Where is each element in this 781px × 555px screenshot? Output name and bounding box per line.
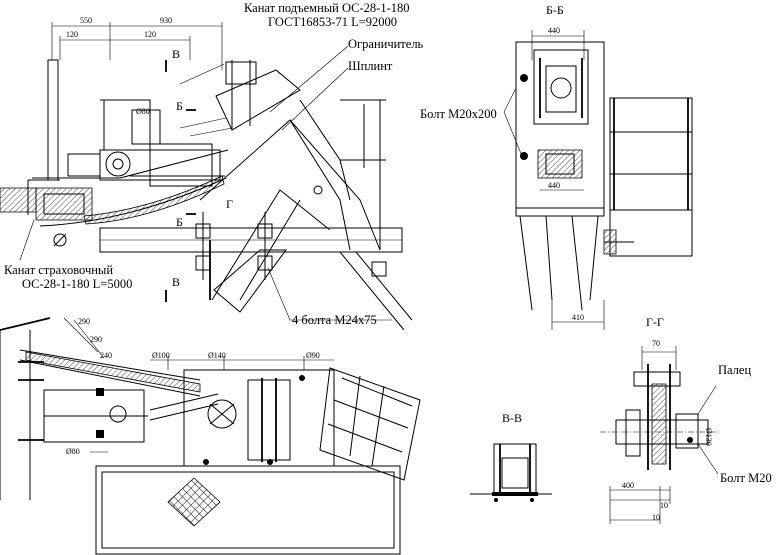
dimension-diameter-100: Ø100 [152, 351, 170, 360]
section-mark-v-top: В [172, 47, 181, 61]
limiter-label: Ограничитель [348, 37, 424, 51]
bolt-m20x200-label: Болт М20х200 [420, 107, 497, 121]
section-mark-v-bottom: В [172, 275, 181, 289]
view-title-v-v: В-В [502, 411, 523, 425]
view-title-b-b: Б-Б [546, 3, 564, 17]
safety-rope-label-line2: ОС-28-1-180 L=5000 [22, 277, 133, 291]
dimension-10-a: 10 [660, 501, 668, 510]
dimension-10-b: 10 [652, 513, 660, 522]
section-b-b-view [504, 30, 692, 330]
dimension-120-b: 120 [144, 30, 156, 39]
dimension-290-b: 290 [90, 335, 102, 344]
safety-rope-label-line1: Канат страховочный [4, 263, 114, 277]
dimension-240: 240 [100, 351, 112, 360]
dimension-diameter-80-plan: Ø80 [66, 447, 80, 456]
plan-view [0, 318, 420, 554]
section-g-g-view [600, 346, 720, 524]
dimension-290-a: 290 [78, 317, 90, 326]
dimension-440-a: 440 [548, 26, 560, 35]
dimension-400: 400 [622, 481, 634, 490]
main-elevation-view [0, 22, 412, 330]
dimension-550: 550 [80, 16, 92, 25]
section-mark-b-bottom: Б [176, 215, 183, 229]
dimension-120-a: 120 [66, 30, 78, 39]
section-mark-g: Г [226, 197, 233, 211]
dimension-440-b: 440 [548, 181, 560, 190]
section-v-v-view [470, 444, 552, 502]
shplint-label: Шплинт [348, 59, 393, 73]
dimension-930: 930 [160, 16, 172, 25]
lifting-rope-label-line2: ГОСТ16853-71 L=92000 [268, 15, 398, 29]
dimension-410: 410 [572, 313, 584, 322]
view-title-g-g: Г-Г [646, 315, 664, 329]
section-mark-b-top: Б [176, 99, 183, 113]
dimension-diameter-80: Ø80 [136, 107, 150, 116]
bolt-m20-label: Болт М20 [720, 471, 772, 485]
lifting-rope-label-line1: Канат подъемный ОС-28-1-180 [244, 1, 410, 15]
bolts-m24x75-label: 4 болта М24х75 [292, 313, 377, 327]
dimension-diameter-130: Ø130 [704, 428, 713, 446]
finger-label: Палец [718, 363, 752, 377]
dimension-70: 70 [652, 339, 660, 348]
dimension-diameter-90: Ø90 [306, 351, 320, 360]
dimension-diameter-140: Ø140 [208, 351, 226, 360]
